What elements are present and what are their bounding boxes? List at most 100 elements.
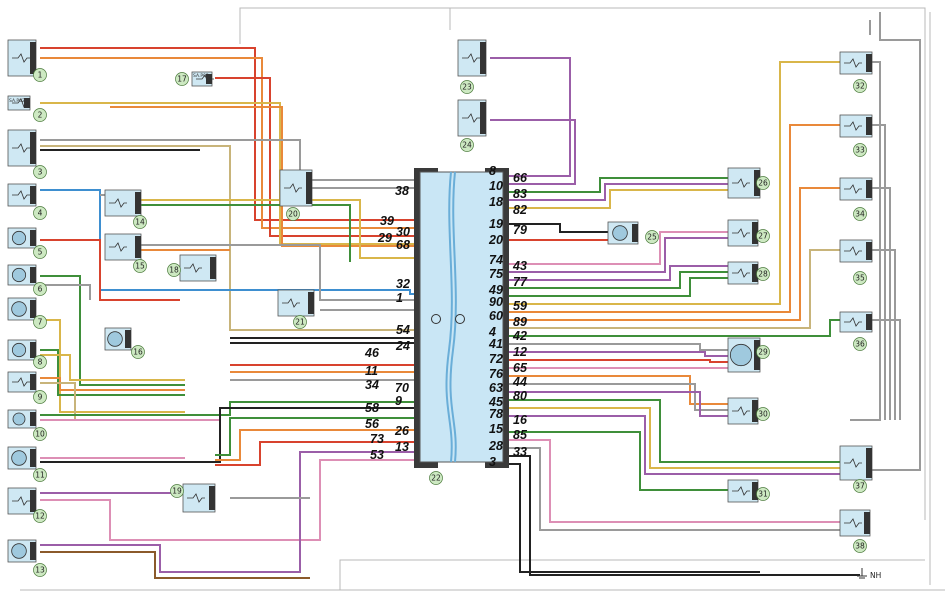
sensor-icon bbox=[12, 412, 26, 426]
ecu-pin-right: 16 bbox=[513, 413, 528, 427]
component-badge bbox=[853, 479, 867, 493]
ecu-pin-right: 59 bbox=[513, 299, 527, 313]
wire-yellow bbox=[40, 354, 185, 381]
connector-icon bbox=[30, 412, 36, 426]
ecu-connector bbox=[414, 168, 509, 468]
wire-red bbox=[215, 441, 420, 466]
component-badge bbox=[756, 229, 770, 243]
wire-green bbox=[500, 399, 840, 463]
connector-icon bbox=[864, 512, 870, 534]
ecu-pin-right: 80 bbox=[513, 389, 527, 403]
ecu-pin-right: 90 bbox=[489, 295, 503, 309]
frame-lines bbox=[20, 7, 945, 591]
switch-icon bbox=[732, 268, 750, 278]
wire-violet bbox=[490, 119, 576, 185]
switch-icon bbox=[844, 317, 862, 327]
component-badge bbox=[853, 207, 867, 221]
component-number: 18 bbox=[169, 266, 179, 275]
ground-symbol: NH bbox=[857, 568, 881, 580]
component-badge bbox=[175, 72, 189, 86]
component-17: 17 bbox=[175, 71, 214, 87]
wire-yellow bbox=[500, 189, 730, 209]
sensor-icon bbox=[612, 225, 628, 241]
connector-icon bbox=[752, 222, 758, 244]
connector-icon bbox=[30, 42, 36, 74]
sensor-icon bbox=[11, 342, 27, 358]
connector-icon bbox=[866, 448, 872, 478]
component-14: 14 bbox=[104, 189, 147, 229]
ecu-pin-left: 26 bbox=[394, 424, 410, 438]
switch-icon bbox=[184, 263, 202, 273]
ecu-pin-left: 24 bbox=[395, 339, 410, 353]
connector-icon bbox=[480, 42, 486, 74]
component-number: 9 bbox=[38, 393, 43, 402]
component-badge bbox=[33, 108, 47, 122]
component-badge bbox=[33, 427, 47, 441]
ecu-pin-right: 18 bbox=[489, 195, 503, 209]
component-25: 25 bbox=[607, 221, 659, 245]
component-badge bbox=[33, 68, 47, 82]
wire-red bbox=[215, 77, 420, 237]
wire-gray bbox=[140, 244, 420, 301]
component-number: 38 bbox=[855, 542, 865, 551]
wires bbox=[40, 12, 921, 579]
component-badge bbox=[33, 563, 47, 577]
wire-orange bbox=[40, 57, 420, 229]
sensor-icon bbox=[11, 301, 27, 317]
component-number: 33 bbox=[855, 146, 865, 155]
ecu-pin-left: 56 bbox=[365, 417, 380, 431]
connector-icon bbox=[308, 292, 314, 314]
component-badge bbox=[853, 337, 867, 351]
component-number: 26 bbox=[758, 179, 768, 188]
wire-green bbox=[500, 319, 840, 337]
component-number: 36 bbox=[855, 340, 865, 349]
component-2: 2 bbox=[7, 95, 47, 122]
connector-icon bbox=[30, 300, 36, 318]
component-9: 9 bbox=[7, 371, 47, 404]
wire-green bbox=[215, 417, 420, 456]
wire-black bbox=[500, 463, 760, 573]
components: 1234567891011121314151617181920212223242… bbox=[7, 39, 873, 577]
component-badge bbox=[133, 259, 147, 273]
ecu-pin-left: 30 bbox=[396, 225, 410, 239]
ecu-pin-right: 45 bbox=[488, 395, 504, 409]
component-number: 28 bbox=[758, 270, 768, 279]
wire-yellow bbox=[40, 319, 185, 413]
ecu-pin-left: 39 bbox=[380, 214, 394, 228]
wire-violet bbox=[500, 183, 730, 201]
ecu-pin-right: 12 bbox=[513, 345, 527, 359]
ecu-pin-left: 73 bbox=[370, 432, 384, 446]
ecu-pin-right: 15 bbox=[489, 422, 504, 436]
component-badge bbox=[33, 390, 47, 404]
switch-icon bbox=[12, 53, 30, 63]
ecu-pin-right: 20 bbox=[488, 233, 503, 247]
connector-icon bbox=[480, 102, 486, 134]
component-badge bbox=[460, 80, 474, 94]
connector-icon bbox=[30, 449, 36, 467]
ecu-pin-left: 38 bbox=[395, 184, 409, 198]
component-number: 4 bbox=[38, 209, 43, 218]
wire-violet bbox=[490, 57, 571, 177]
component-23: 23 bbox=[457, 39, 487, 94]
ecu-pin-left: 29 bbox=[377, 231, 392, 245]
component-number: 34 bbox=[855, 210, 865, 219]
component-21: 21 bbox=[277, 289, 315, 329]
component-16: 16 bbox=[104, 327, 145, 359]
ecu-pin-left: 11 bbox=[365, 364, 378, 378]
component-badge bbox=[286, 207, 300, 221]
component-number: 12 bbox=[35, 512, 45, 521]
ecu-pin-right: 8 bbox=[489, 164, 496, 178]
wire-yellow bbox=[140, 199, 420, 259]
sensor-icon bbox=[107, 331, 123, 347]
ecu-pin-right: 43 bbox=[512, 259, 527, 273]
connector-icon bbox=[306, 172, 312, 204]
connector-icon bbox=[210, 257, 216, 279]
component-2-tag: SA.P02 bbox=[9, 98, 25, 104]
sensor-icon bbox=[11, 543, 27, 559]
component-26: 26 bbox=[727, 167, 770, 199]
component-number: 2 bbox=[38, 111, 43, 120]
ecu-pin-right: 60 bbox=[489, 309, 503, 323]
wire-violet bbox=[500, 391, 730, 417]
